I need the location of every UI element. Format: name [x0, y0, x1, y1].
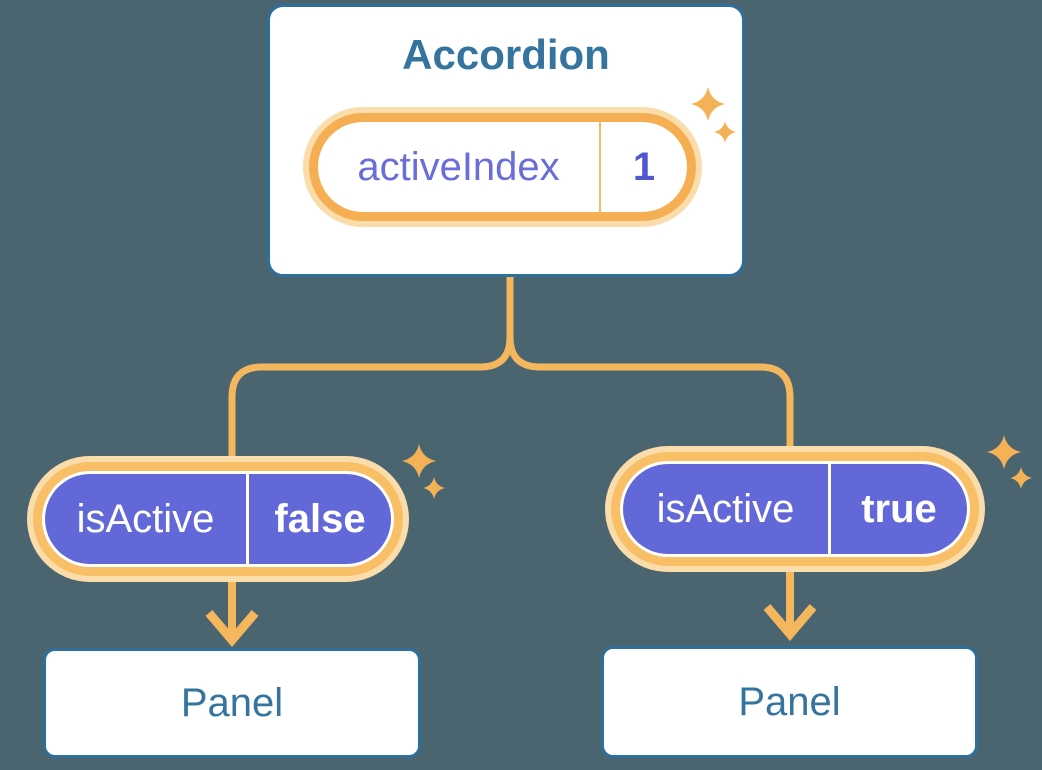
prop-pill-rim: isActive false: [42, 471, 394, 567]
panel-title: Panel: [180, 680, 284, 725]
prop-pill-ring: isActive true: [611, 452, 979, 566]
sparkle-icon: [1010, 467, 1032, 489]
state-pill-value: 1: [632, 144, 656, 189]
prop-pill-value: false: [274, 496, 366, 541]
prop-pill-ring: isActive false: [33, 462, 403, 576]
panel-card: Panel: [601, 646, 978, 758]
sparkle-icon: [691, 87, 725, 121]
sparkle-icon: [402, 444, 436, 478]
connector-fork-right: [506, 270, 794, 452]
prop-pill-isactive-true: isActive true: [605, 446, 985, 572]
state-pill-ring: activeIndex 1: [309, 113, 696, 221]
prop-pill-isactive-false: isActive false: [27, 456, 409, 582]
state-pill: activeIndex 1: [303, 107, 702, 227]
prop-pill-label: isActive: [45, 474, 249, 564]
sparkle-icon: [987, 435, 1021, 469]
arrow-down-icon: [763, 604, 817, 641]
prop-pill-value: true: [861, 486, 937, 531]
arrow-down-icon: [205, 610, 259, 647]
prop-pill-body: isActive false: [45, 474, 391, 564]
prop-pill-rim: isActive true: [620, 461, 970, 557]
accordion-card: Accordion activeIndex 1: [267, 4, 745, 277]
prop-pill-body: isActive true: [623, 464, 967, 554]
panel-card: Panel: [43, 648, 421, 758]
panel-title: Panel: [738, 679, 841, 724]
accordion-title: Accordion: [402, 31, 610, 78]
prop-pill-label: isActive: [623, 464, 831, 554]
sparkle-icon: [423, 477, 445, 499]
sparkle-icon: [714, 121, 736, 143]
state-pill-body: activeIndex 1: [318, 122, 687, 212]
connector-fork-left: [228, 270, 514, 462]
state-pill-label: activeIndex: [318, 122, 601, 212]
